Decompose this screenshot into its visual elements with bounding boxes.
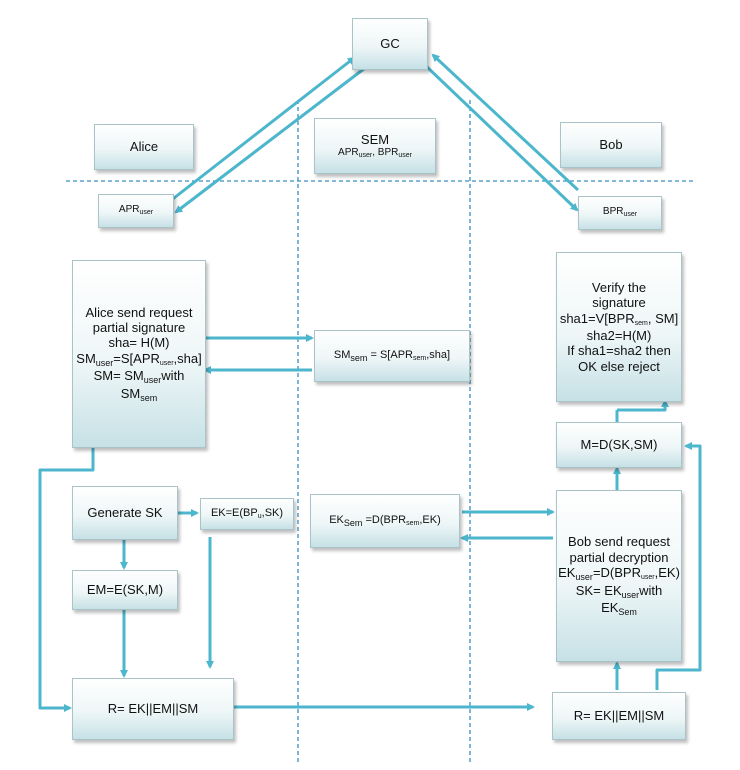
ek-encrypt-label: EK=E(BPu,SK): [210, 506, 284, 520]
bob-req-line: SK= EKuserwith: [575, 582, 663, 600]
arrow-bpr-to-gc: [431, 53, 580, 192]
verify-line: signature: [592, 295, 646, 311]
arrow-r-to-m: [655, 442, 702, 690]
arrow-to-verify: [617, 399, 669, 412]
bob-request-node: Bob send request partial decryption EKus…: [556, 490, 682, 662]
bpr-user-node: BPRuser: [578, 196, 662, 230]
gc-node: GC: [352, 18, 428, 70]
gc-label: GC: [380, 36, 400, 52]
r-left-label: R= EK||EM||SM: [107, 701, 199, 717]
bob-req-line: EKSem: [601, 600, 637, 618]
alice-request-node: Alice send request partial signature sha…: [72, 260, 206, 448]
sm-sem-label: SMsem = S[APRsem,sha]: [333, 348, 451, 363]
alice-req-line: SMuser=S[APRuser,sha]: [76, 350, 202, 368]
ek-sem-label: EKSem =D(BPRsem,EK): [329, 513, 441, 528]
sem-node: SEM APRuser, BPRuser: [314, 118, 436, 174]
bob-label: Bob: [599, 137, 623, 153]
alice-req-line: SMsem: [120, 385, 158, 403]
ek-sem-node: EKSem =D(BPRsem,EK): [310, 494, 460, 548]
bob-req-line: EKuser=D(BPRuser,EK): [558, 564, 680, 582]
alice-node: Alice: [94, 124, 194, 170]
r-right-label: R= EK||EM||SM: [573, 708, 665, 724]
em-encrypt-node: EM=E(SK,M): [72, 570, 178, 610]
arrow-gc-to-bpr: [424, 64, 579, 212]
verify-line: OK else reject: [578, 358, 660, 374]
bob-node: Bob: [560, 122, 662, 168]
em-encrypt-label: EM=E(SK,M): [86, 582, 164, 598]
arrow-gc-to-apr: [174, 66, 366, 214]
alice-req-line: SM= SMuserwith: [93, 368, 185, 386]
m-decrypt-node: M=D(SK,SM): [556, 422, 682, 468]
apr-user-label: APRuser: [118, 204, 154, 217]
alice-label: Alice: [129, 139, 159, 155]
arrow-alice-to-r: [38, 448, 95, 712]
sem-keys: APRuser, BPRuser: [338, 147, 412, 160]
bpr-user-label: BPRuser: [602, 206, 638, 219]
verify-line: sha2=H(M): [586, 327, 652, 343]
sm-sem-node: SMsem = S[APRsem,sha]: [314, 330, 470, 382]
swimlane-dividers: [66, 100, 694, 762]
alice-req-line: partial signature: [92, 319, 186, 335]
sem-title: SEM: [360, 131, 390, 147]
alice-req-line: sha= H(M): [108, 335, 170, 351]
arrow-apr-to-gc: [164, 56, 356, 207]
verify-line: Verify the: [591, 280, 647, 296]
ek-encrypt-node: EK=E(BPu,SK): [200, 498, 294, 530]
m-decrypt-label: M=D(SK,SM): [580, 437, 658, 453]
generate-sk-label: Generate SK: [87, 505, 163, 521]
r-left-node: R= EK||EM||SM: [72, 678, 234, 740]
bob-req-line: Bob send request: [568, 534, 670, 550]
generate-sk-node: Generate SK: [72, 486, 178, 540]
r-right-node: R= EK||EM||SM: [552, 692, 686, 740]
verify-node: Verify the signature sha1=V[BPRsem, SM] …: [556, 252, 682, 402]
arrow-group: [38, 53, 702, 712]
verify-line: If sha1=sha2 then: [567, 343, 671, 359]
alice-req-line: Alice send request: [85, 304, 193, 320]
apr-user-node: APRuser: [98, 194, 174, 228]
bob-req-line: partial decryption: [569, 549, 669, 565]
verify-line: sha1=V[BPRsem, SM]: [559, 310, 679, 327]
